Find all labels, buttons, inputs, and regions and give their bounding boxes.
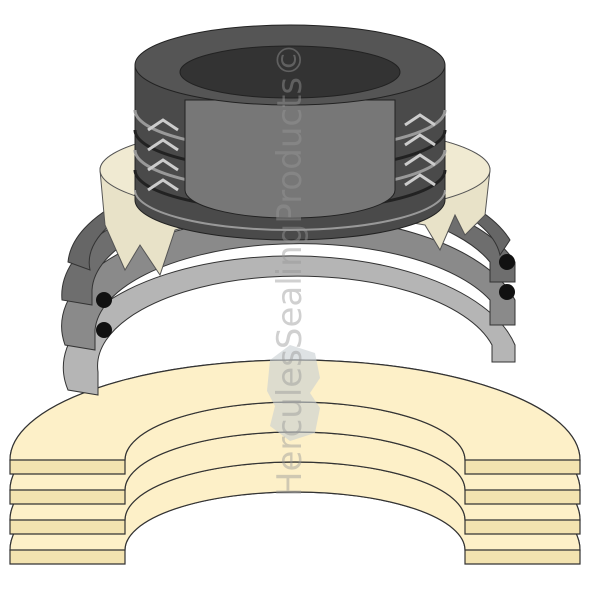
packing-stack	[133, 24, 447, 241]
watermark-logo	[267, 345, 320, 441]
chevron-section	[147, 118, 179, 192]
backup-ring	[62, 255, 516, 396]
o-ring-section	[96, 292, 112, 308]
support-rings	[9, 359, 581, 565]
o-rings	[96, 254, 515, 338]
o-ring-section	[96, 322, 112, 338]
o-ring-section	[499, 284, 515, 300]
chevron-section	[404, 113, 436, 187]
support-ring	[9, 359, 581, 475]
o-ring-section	[499, 254, 515, 270]
